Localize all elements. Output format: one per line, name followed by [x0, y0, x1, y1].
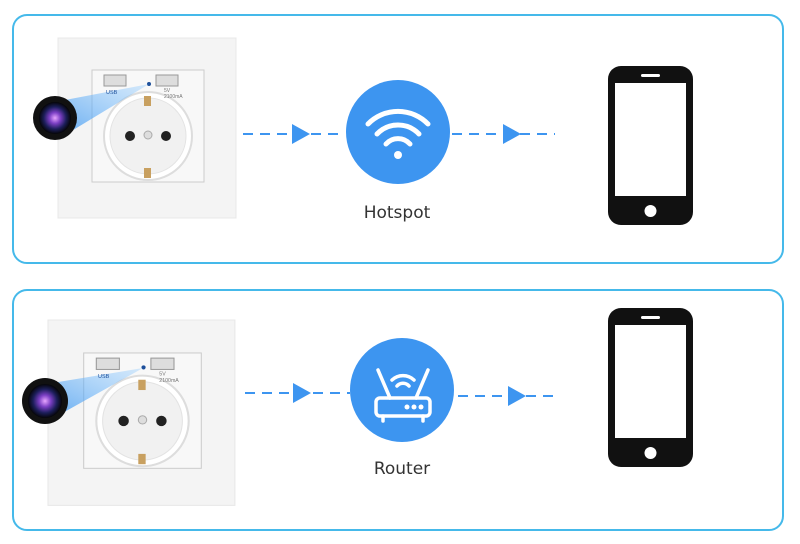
- dashed-arrow: [452, 124, 555, 144]
- camera-lens-icon: [33, 96, 77, 140]
- amp-label: 2100mA: [159, 378, 179, 384]
- usb-label: USB: [98, 374, 110, 380]
- dashed-arrow: [458, 386, 560, 406]
- dashed-arrow: [243, 124, 345, 144]
- amp-label: 2100mA: [164, 94, 183, 100]
- smartphone-icon: [608, 66, 693, 225]
- volt-label: 5V: [164, 88, 171, 94]
- usb-label: USB: [106, 90, 118, 96]
- method-label: Hotspot: [364, 203, 431, 223]
- camera-lens-icon: [22, 378, 68, 424]
- method-label: Router: [374, 459, 430, 479]
- router-icon: [350, 338, 454, 442]
- volt-label: 5V: [159, 372, 166, 378]
- wall-socket: 5V 2100mA: [57, 37, 237, 219]
- dashed-arrow: [245, 383, 350, 403]
- wifi-icon: [346, 80, 450, 184]
- wall-socket: 5V 2100mA: [46, 318, 236, 507]
- router-row: 5V 2100mA USB: [12, 289, 784, 531]
- smartphone-icon: [608, 308, 693, 467]
- hotspot-row: 5V 2100mA USB Hotspot: [12, 14, 784, 264]
